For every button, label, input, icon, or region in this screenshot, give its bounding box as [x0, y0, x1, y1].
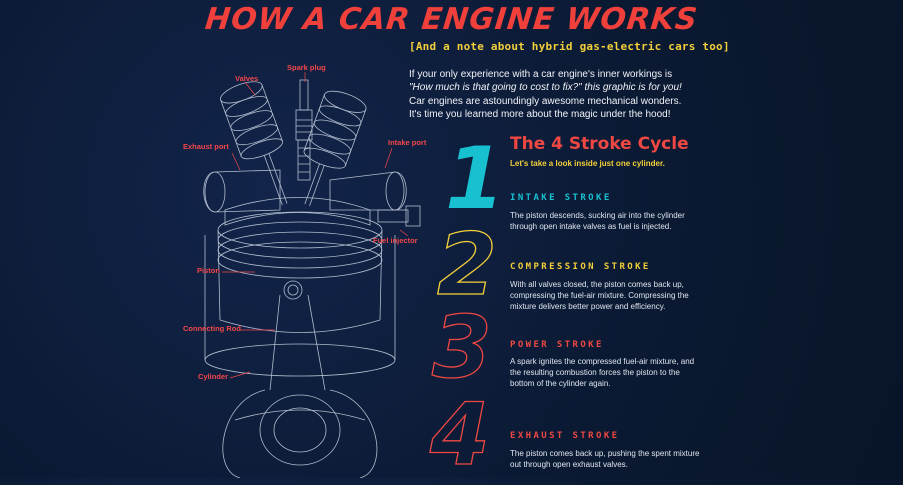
label-spark-plug: Spark plug	[287, 63, 326, 72]
intro-line: If your only experience with a car engin…	[409, 69, 673, 80]
label-connecting-rod: Connecting Rod	[183, 324, 241, 333]
intake-stroke-text: The piston descends, sucking air into th…	[510, 211, 685, 231]
label-valves: Valves	[235, 74, 259, 83]
exhaust-port-wire	[203, 169, 281, 213]
stroke-number-2: 2	[436, 215, 497, 315]
label-exhaust-port: Exhaust port	[183, 142, 229, 151]
stroke-number-3: 3	[431, 298, 492, 398]
spark-plug-wire	[295, 79, 313, 181]
label-cylinder: Cylinder	[198, 372, 229, 381]
cycle-subtitle: Let's take a look inside just one cylind…	[510, 159, 665, 168]
piston-wire	[217, 211, 383, 333]
compression-stroke-text: With all valves closed, the piston comes…	[510, 280, 689, 311]
fuel-injector-wire	[377, 205, 421, 227]
engine-wireframe-illustration	[203, 72, 421, 478]
page-subtitle: [And a note about hybrid gas-electric ca…	[409, 40, 730, 53]
exhaust-stroke-heading: EXHAUST STROKE	[510, 431, 620, 441]
power-stroke-heading: POWER STROKE	[510, 340, 604, 350]
intake-valve-spring	[303, 90, 367, 206]
stroke-number-1: 1	[445, 129, 505, 229]
intro-line: It's time you learned more about the mag…	[409, 108, 671, 120]
label-piston: Piston	[197, 266, 220, 275]
connecting-rod-wire	[222, 294, 378, 478]
label-fuel-injector: Fuel injector	[373, 236, 418, 245]
intro-paragraph: If your only experience with a car engin…	[409, 68, 709, 121]
power-stroke-text: A spark ignites the compressed fuel-air …	[510, 357, 695, 388]
intake-stroke-heading: INTAKE STROKE	[510, 193, 612, 203]
cycle-title: The 4 Stroke Cycle	[510, 134, 689, 154]
compression-stroke-heading: COMPRESSION STROKE	[510, 262, 651, 272]
label-intake-port: Intake port	[388, 138, 427, 147]
page-title: HOW A CAR ENGINE WORKS	[203, 2, 700, 37]
stroke-number-4: 4	[429, 385, 490, 485]
intro-line: "How much is that going to cost to fix?"…	[409, 82, 682, 94]
exhaust-stroke-text: The piston comes back up, pushing the sp…	[510, 449, 700, 469]
intake-port-wire	[329, 171, 407, 211]
exhaust-valve-spring	[220, 81, 288, 206]
intro-line: Car engines are astoundingly awesome mec…	[409, 95, 682, 107]
